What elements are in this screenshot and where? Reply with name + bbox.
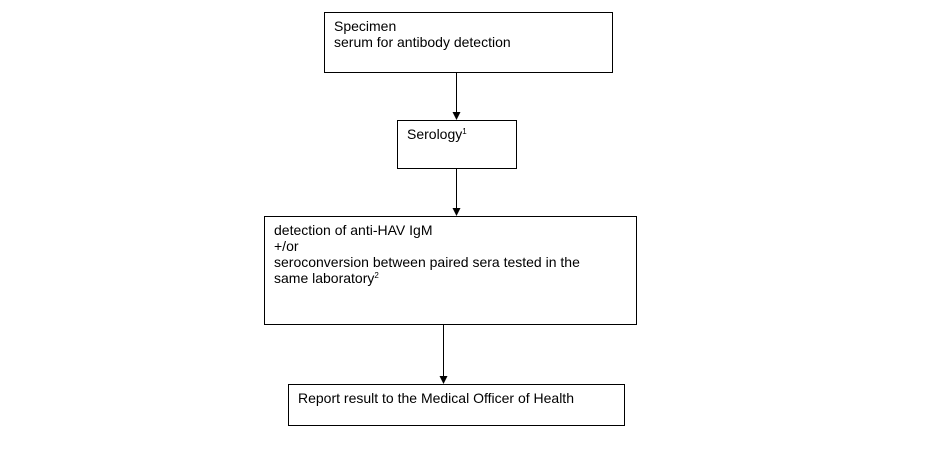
- detection-line-4: same laboratory2: [274, 270, 627, 286]
- specimen-title: Specimen: [334, 18, 397, 34]
- serology-footnote: 1: [462, 127, 467, 136]
- detection-line-4-text: same laboratory: [274, 270, 375, 286]
- serology-box: Serology1: [397, 120, 517, 169]
- report-box: Report result to the Medical Officer of …: [288, 384, 625, 426]
- detection-footnote: 2: [374, 271, 379, 280]
- detection-line-2: +/or: [274, 238, 299, 254]
- specimen-box: Specimen serum for antibody detection: [324, 12, 613, 73]
- serology-label: Serology1: [407, 126, 507, 142]
- serology-text: Serology: [407, 126, 463, 142]
- specimen-description: serum for antibody detection: [334, 34, 511, 50]
- detection-line-1: detection of anti-HAV IgM: [274, 222, 433, 238]
- detection-line-3: seroconversion between paired sera teste…: [274, 254, 580, 270]
- report-text: Report result to the Medical Officer of …: [298, 390, 574, 406]
- detection-box: detection of anti-HAV IgM +/or seroconve…: [264, 216, 637, 325]
